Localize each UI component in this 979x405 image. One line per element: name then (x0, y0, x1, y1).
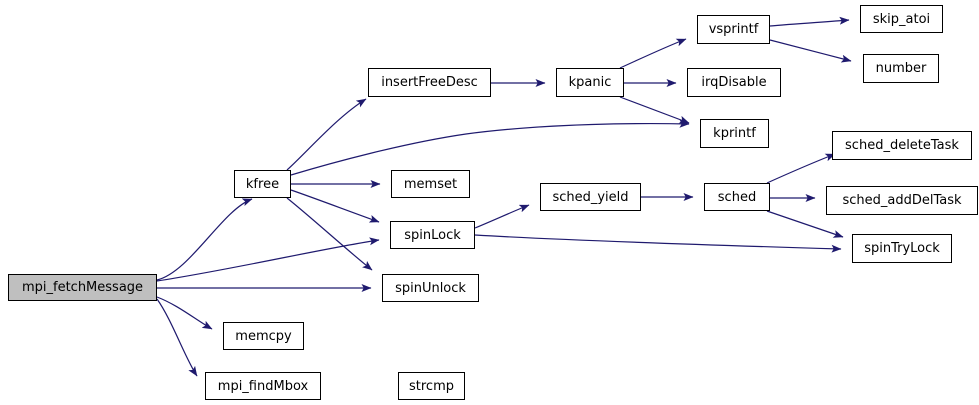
node-strcmp[interactable]: strcmp (398, 372, 465, 400)
node-spinUnlock[interactable]: spinUnlock (382, 274, 479, 302)
edge-kfree-to-kprintf (290, 119, 690, 176)
edge-kpanic-to-kprintf (619, 96, 690, 124)
node-sched_addDelTask[interactable]: sched_addDelTask (826, 186, 978, 215)
node-insertFreeDesc[interactable]: insertFreeDesc (368, 68, 491, 97)
node-kprintf[interactable]: kprintf (700, 119, 769, 148)
edge-sched-to-sched_deleteTask (766, 153, 836, 184)
node-number[interactable]: number (863, 54, 939, 83)
node-sched_deleteTask[interactable]: sched_deleteTask (832, 131, 972, 160)
edge-spinLock-to-spinTryLock (474, 234, 842, 253)
edge-kfree-to-spinLock (290, 189, 380, 223)
node-kfree[interactable]: kfree (234, 170, 291, 198)
edge-vsprintf-to-skip_atoi (769, 16, 850, 27)
node-skip_atoi[interactable]: skip_atoi (860, 5, 943, 33)
node-spinTryLock[interactable]: spinTryLock (852, 234, 952, 263)
node-sched[interactable]: sched (704, 183, 770, 211)
edge-kfree-to-insertFreeDesc (286, 98, 367, 171)
edge-mpi_fetchMessage-to-mpi_findMbox (156, 298, 198, 377)
node-sched_yield[interactable]: sched_yield (540, 183, 641, 211)
node-irqDisable[interactable]: irqDisable (687, 68, 781, 97)
edge-mpi_fetchMessage-to-memcpy (156, 296, 213, 330)
node-memset[interactable]: memset (391, 170, 470, 198)
edge-mpi_fetchMessage-to-kfree (156, 198, 253, 281)
node-vsprintf[interactable]: vsprintf (697, 15, 770, 44)
node-kpanic[interactable]: kpanic (556, 68, 624, 97)
edge-mpi_fetchMessage-to-spinLock (156, 237, 380, 282)
edge-spinLock-to-sched_yield (474, 204, 530, 229)
edge-kfree-to-spinUnlock (286, 197, 373, 271)
node-mpi_findMbox[interactable]: mpi_findMbox (205, 372, 321, 400)
node-memcpy[interactable]: memcpy (223, 322, 304, 350)
node-mpi_fetchMessage[interactable]: mpi_fetchMessage (8, 274, 157, 301)
node-spinLock[interactable]: spinLock (390, 221, 475, 249)
edge-kpanic-to-vsprintf (619, 38, 687, 69)
edge-vsprintf-to-number (769, 39, 852, 63)
